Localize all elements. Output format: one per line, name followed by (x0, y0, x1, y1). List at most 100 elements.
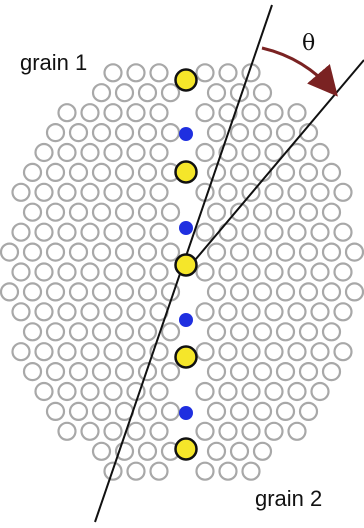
lattice-atom (195, 461, 215, 481)
lattice-atom (206, 202, 227, 222)
lattice-atom (287, 103, 307, 123)
lattice-atom (45, 282, 66, 302)
lattice-atom (11, 262, 31, 282)
lattice-atom (160, 401, 181, 421)
lattice-atom (287, 262, 307, 282)
lattice-atom (68, 322, 89, 342)
lattice-atom (68, 401, 89, 421)
lattice-atom (264, 262, 284, 282)
boundary-site (179, 406, 193, 420)
lattice-atom (264, 222, 284, 242)
lattice-atom (149, 342, 169, 362)
lattice-atom (333, 262, 353, 282)
lattice-atom (252, 282, 273, 302)
lattice-atom (218, 63, 238, 83)
lattice-atom (287, 302, 307, 322)
lattice-atom (298, 162, 319, 182)
lattice-atom (264, 381, 284, 402)
lattice-atom (126, 222, 146, 242)
lattice-atom (126, 461, 146, 481)
lattice-atom (114, 441, 135, 461)
lattice-atom (287, 182, 307, 202)
lattice-atom (91, 401, 112, 421)
lattice-atoms (0, 63, 364, 481)
lattice-atom (91, 441, 112, 461)
lattice-atom (34, 342, 54, 362)
lattice-atom (264, 421, 284, 441)
lattice-atom (45, 242, 66, 262)
lattice-atom (114, 162, 135, 182)
lattice-atom (218, 103, 238, 123)
lattice-atom (333, 182, 353, 202)
lattice-atom (114, 202, 135, 222)
lattice-atom (298, 202, 319, 222)
boundary-atom (174, 253, 198, 277)
lattice-atom (218, 182, 238, 202)
lattice-atom (103, 182, 123, 202)
lattice-atom (80, 381, 100, 402)
lattice-atom (310, 262, 330, 282)
lattice-atom (241, 103, 261, 123)
lattice-atom (137, 83, 158, 103)
lattice-atom (206, 401, 227, 421)
lattice-atom (149, 182, 169, 202)
lattice-atom (80, 302, 100, 322)
lattice-atom (206, 83, 227, 103)
lattice-atom (114, 322, 135, 342)
lattice-atom (91, 282, 112, 302)
lattice-atom (218, 262, 238, 282)
lattice-atom (103, 63, 123, 83)
lattice-atom (195, 63, 215, 83)
lattice-atom (68, 123, 89, 143)
lattice-atom (57, 182, 77, 202)
lattice-atom (91, 123, 112, 143)
lattice-atom (0, 282, 20, 302)
grain-1-label: grain 1 (20, 50, 87, 75)
lattice-atom (22, 162, 43, 182)
lattice-atom (149, 142, 169, 163)
lattice-atom (91, 162, 112, 182)
lattice-atom (275, 322, 296, 342)
lattice-atom (149, 262, 169, 282)
lattice-atom (137, 401, 158, 421)
lattice-atom (321, 362, 342, 382)
lattice-atom (333, 342, 353, 362)
lattice-atom (298, 322, 319, 342)
lattice-atom (103, 262, 123, 282)
lattice-atom (287, 222, 307, 242)
lattice-atom (206, 362, 227, 382)
lattice-atom (149, 381, 169, 402)
lattice-atom (91, 322, 112, 342)
lattice-atom (298, 242, 319, 262)
lattice-atom (229, 441, 250, 461)
lattice-atom (218, 342, 238, 362)
lattice-atom (126, 63, 146, 83)
lattice-atom (91, 362, 112, 382)
boundary-atom (174, 437, 198, 461)
lattice-atom (103, 302, 123, 322)
lattice-atom (206, 282, 227, 302)
lattice-atom (298, 123, 319, 143)
lattice-atom (91, 202, 112, 222)
lattice-atom (137, 162, 158, 182)
lattice-atom (310, 142, 330, 163)
lattice-atom (229, 362, 250, 382)
lattice-atom (57, 222, 77, 242)
lattice-atom (298, 401, 319, 421)
lattice-atom (287, 381, 307, 402)
lattice-atom (344, 282, 364, 302)
lattice-atom (298, 282, 319, 302)
lattice-atom (126, 302, 146, 322)
lattice-atom (114, 83, 135, 103)
lattice-atom (80, 421, 100, 441)
lattice-atom (218, 302, 238, 322)
lattice-atom (114, 282, 135, 302)
lattice-atom (137, 322, 158, 342)
lattice-atom (206, 162, 227, 182)
lattice-atom (195, 302, 215, 322)
lattice-atom (34, 262, 54, 282)
lattice-atom (137, 202, 158, 222)
boundary-atom (174, 68, 198, 92)
lattice-atom (103, 381, 123, 402)
lattice-atom (68, 282, 89, 302)
